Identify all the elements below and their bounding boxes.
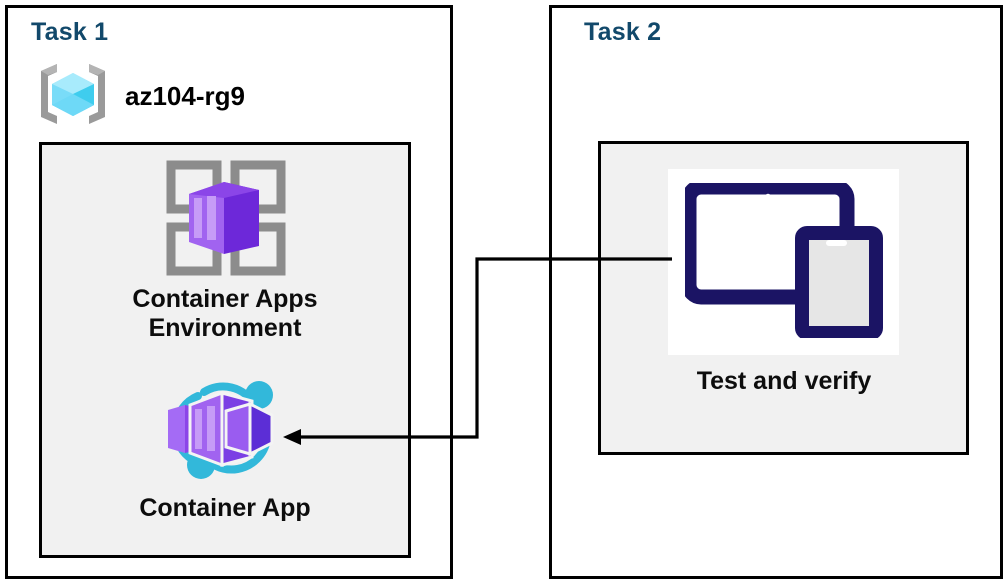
test-and-verify-label: Test and verify (696, 367, 872, 395)
container-app-icon (160, 370, 292, 489)
resource-group-icon (35, 61, 111, 132)
test-and-verify-devices-icon (681, 179, 883, 343)
resource-group-row: az104-rg9 (35, 61, 245, 132)
container-app-label: Container App (139, 494, 311, 522)
container-apps-environment-icon (163, 157, 289, 284)
task-1-heading: Task 1 (31, 18, 109, 46)
resource-group-label: az104-rg9 (125, 81, 245, 111)
container-apps-environment-label: Container Apps Environment (132, 285, 318, 342)
task-2-heading: Task 2 (584, 18, 662, 46)
